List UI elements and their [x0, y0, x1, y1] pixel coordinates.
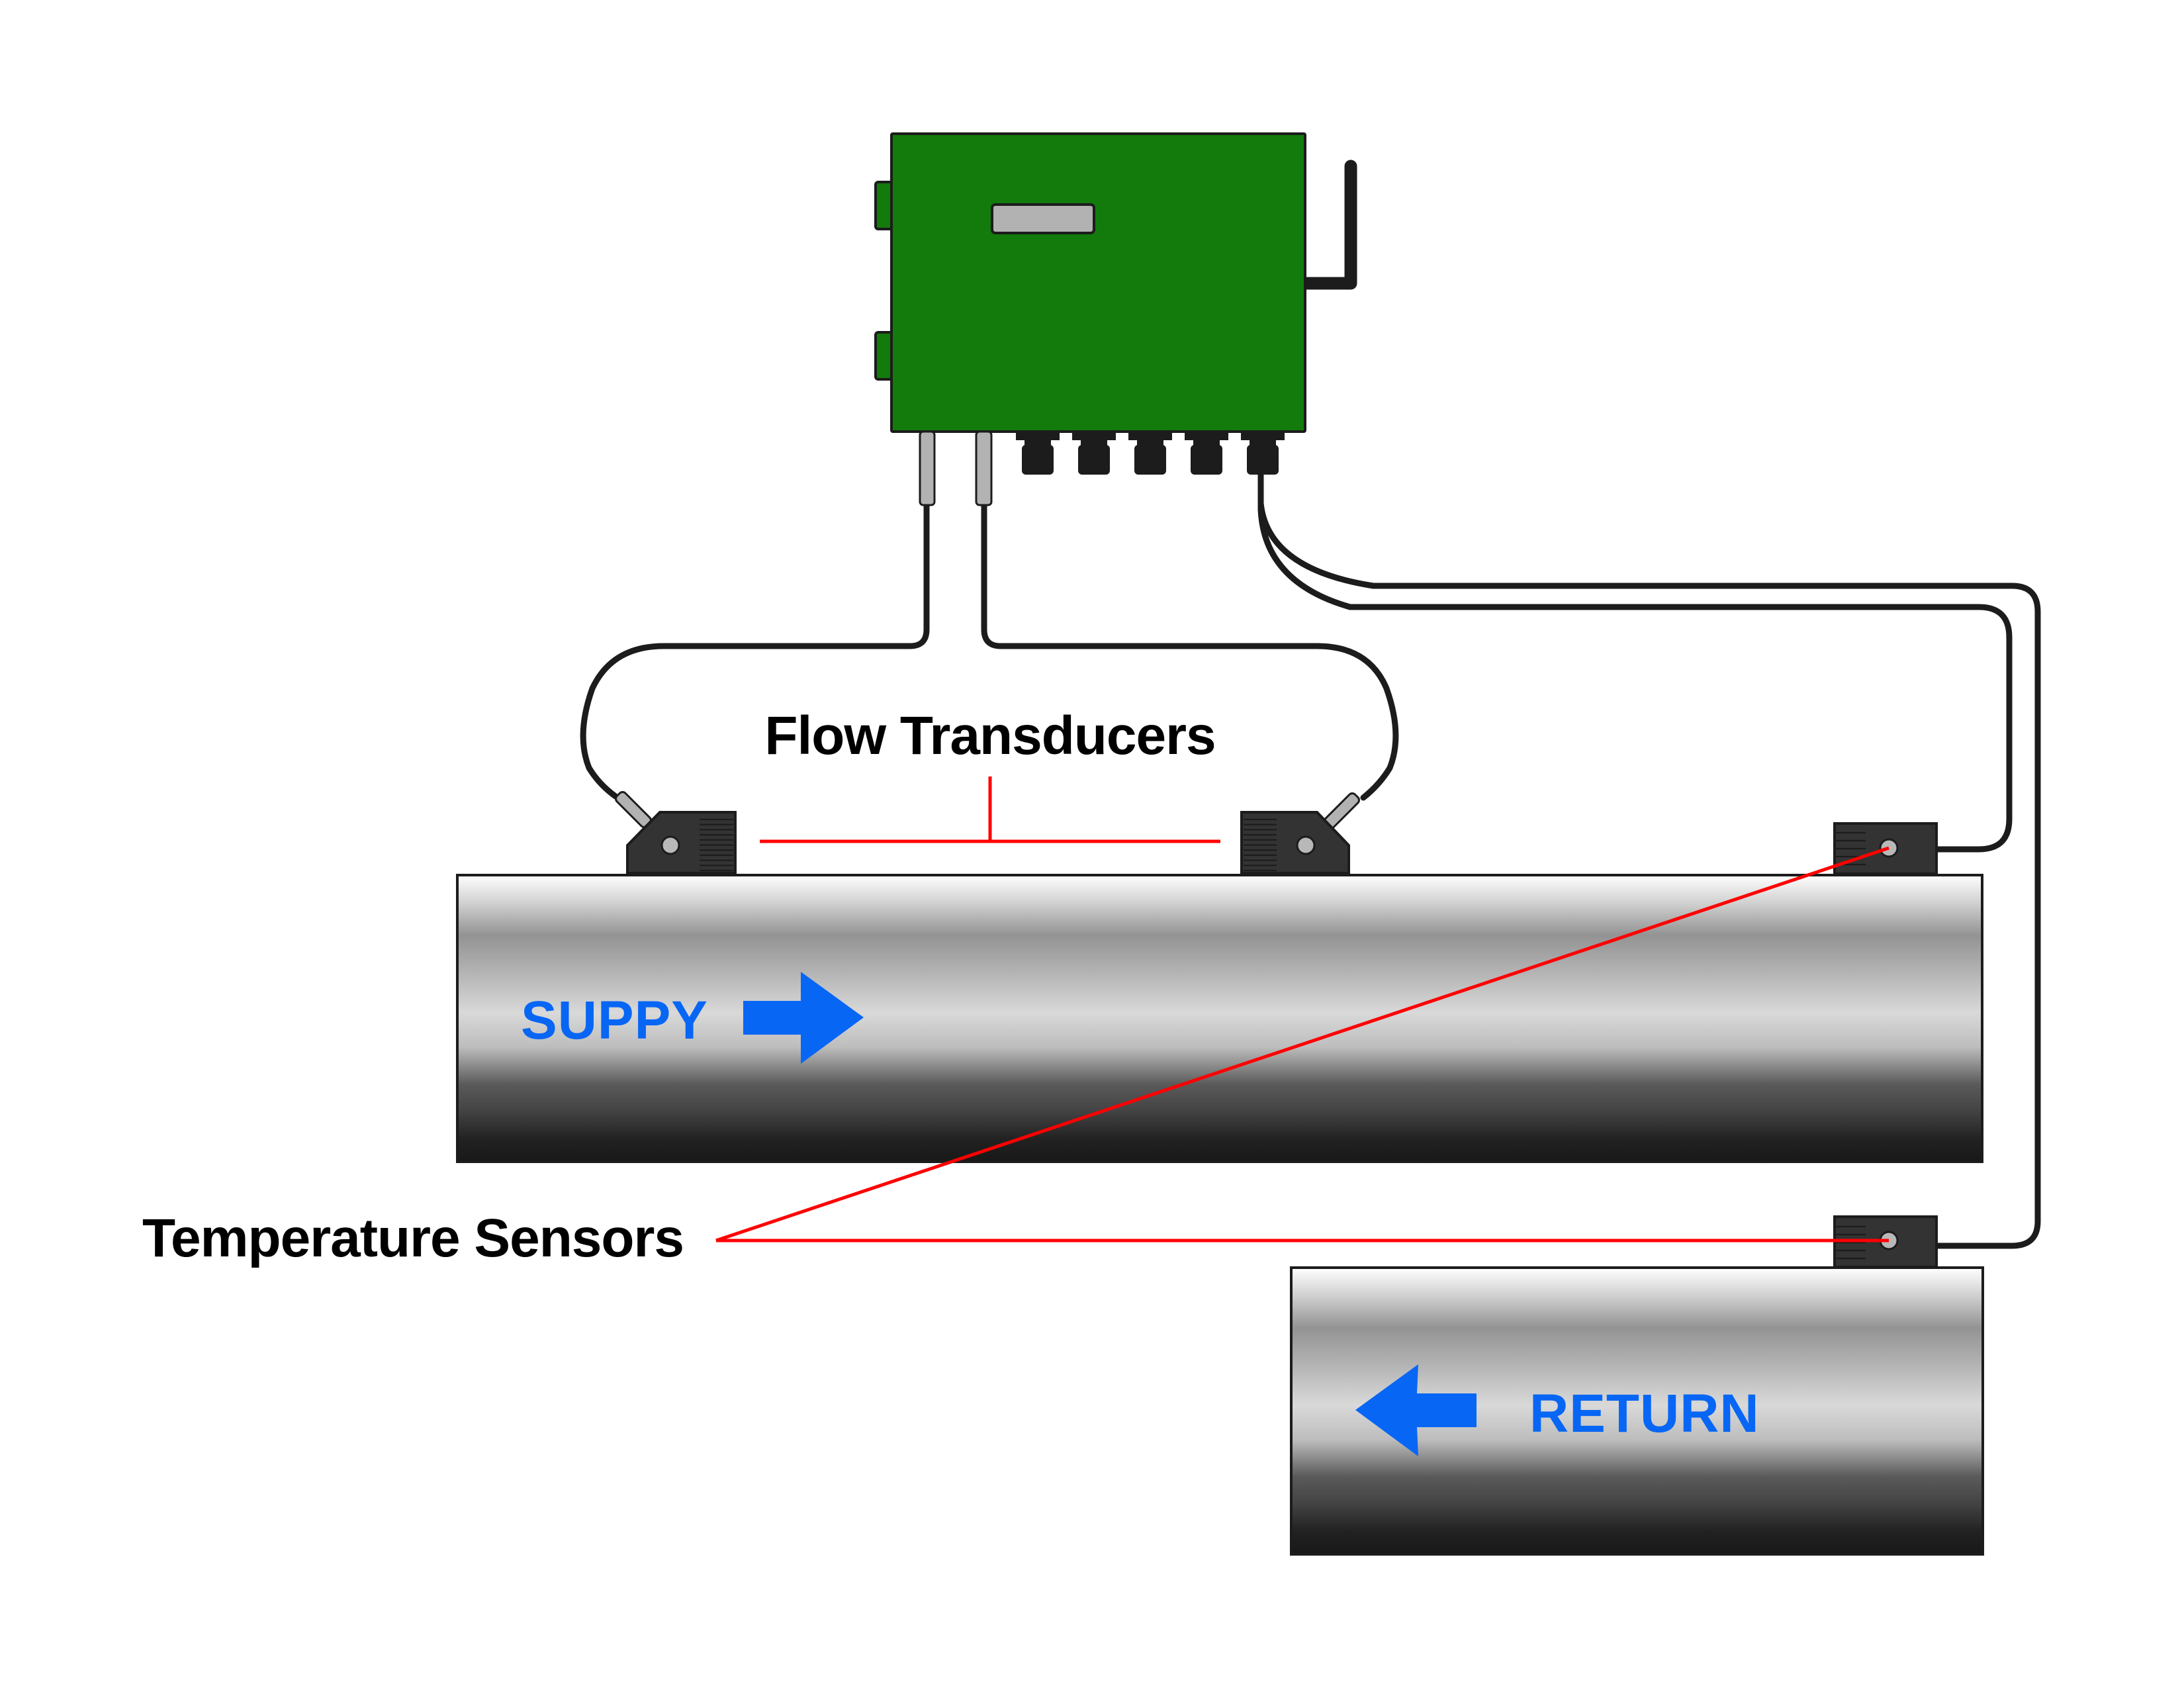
gland-body	[1247, 445, 1279, 475]
cable-gland	[1185, 431, 1228, 475]
flow-right-arrow-icon	[743, 972, 864, 1064]
probe-output-right	[975, 430, 993, 506]
leader-lines	[715, 776, 1889, 1243]
flow-left-arrow-icon	[1355, 1364, 1477, 1456]
flow-transducers-leader	[760, 776, 1220, 843]
transducer-port-right	[1296, 835, 1316, 855]
gland-body	[1022, 445, 1054, 475]
gland-body	[1134, 445, 1166, 475]
temp-sensor-grille-return	[1836, 1225, 1866, 1260]
cable-gland	[1128, 431, 1172, 475]
transducer-probe-left	[614, 790, 653, 829]
cable-glands	[1016, 431, 1285, 475]
flow-transducers-label: Flow Transducers	[764, 706, 1215, 766]
probe-output-left	[919, 430, 936, 506]
gland-body	[1078, 445, 1110, 475]
flow-transducer-right	[1240, 792, 1361, 874]
gland-collar	[1016, 431, 1060, 440]
gland-body	[1191, 445, 1222, 475]
gland-collar	[1072, 431, 1116, 440]
cable-left-transducer	[580, 502, 930, 800]
supply-pipe: SUPPY	[456, 874, 1983, 1163]
flow-transducer-left	[614, 790, 737, 874]
cables	[580, 471, 2041, 1249]
meter-display	[991, 203, 1095, 234]
return-pipe-label: RETURN	[1529, 1383, 1760, 1444]
antenna-icon	[1298, 160, 1357, 290]
flow-meter	[874, 132, 1357, 506]
cable-return-temp-sensor	[1257, 471, 2041, 1249]
cable-gland	[1072, 431, 1116, 475]
supply-pipe-body	[456, 874, 1983, 1163]
meter-enclosure	[890, 132, 1306, 433]
return-pipe: RETURN	[1290, 1266, 1984, 1556]
supply-pipe-label: SUPPY	[521, 990, 708, 1051]
transducer-port-left	[660, 835, 680, 855]
transducer-body-left	[626, 811, 737, 874]
temperature-sensors-label: Temperature Sensors	[142, 1208, 684, 1268]
gland-collar	[1241, 431, 1285, 440]
gland-collar	[1128, 431, 1172, 440]
temp-sensor-leader-supply	[715, 846, 1889, 1243]
gland-collar	[1185, 431, 1228, 440]
cable-gland	[1016, 431, 1060, 475]
transducer-body-right	[1240, 811, 1350, 874]
cable-right-transducer	[981, 502, 1399, 801]
transducer-grille-right	[1244, 818, 1277, 872]
cable-supply-temp-sensor	[1257, 471, 2013, 853]
cable-gland	[1241, 431, 1285, 475]
transducer-grille-left	[700, 818, 733, 872]
